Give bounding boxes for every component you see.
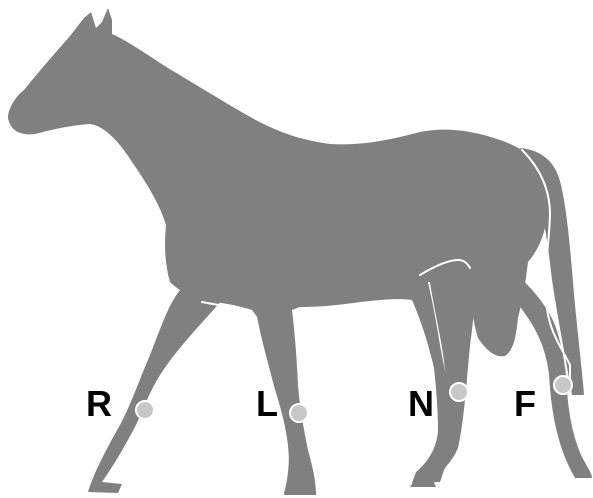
near-hind-marker[interactable] [450,383,468,401]
far-hind-label: F [514,383,536,424]
left-fore-marker[interactable] [290,404,308,422]
near-hind-label: N [408,383,434,424]
right-fore-marker[interactable] [136,401,154,419]
far-hind-marker[interactable] [554,376,572,394]
right-fore-label: R [86,383,112,424]
left-fore-label: L [256,383,278,424]
